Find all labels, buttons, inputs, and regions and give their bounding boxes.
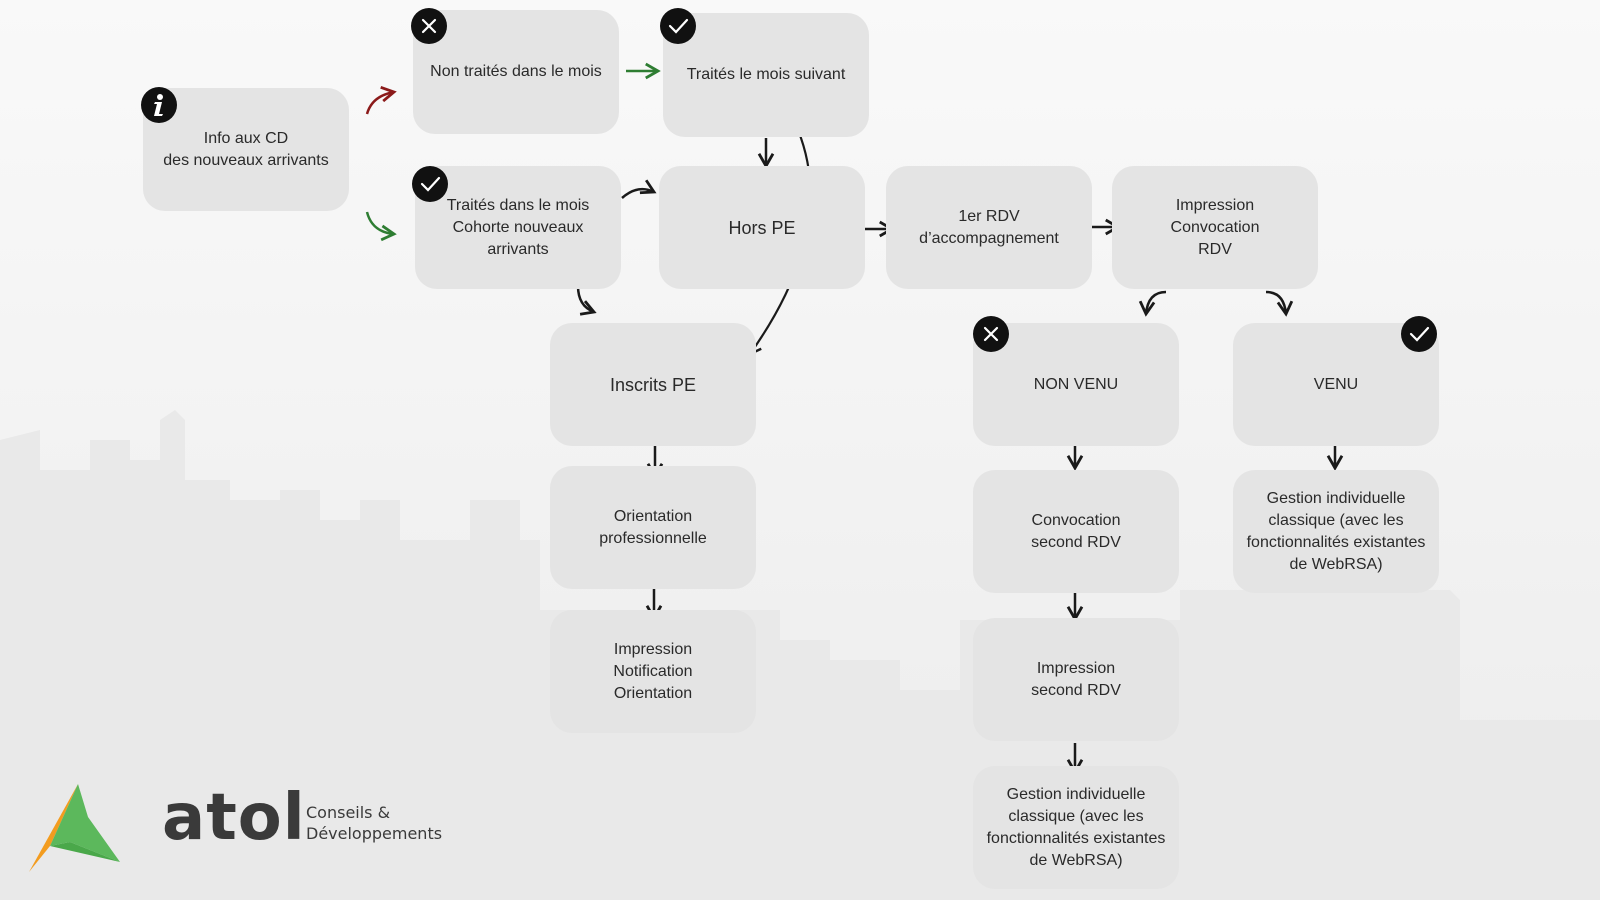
node-hors-pe: Hors PE — [659, 166, 865, 289]
node-impression-second-rdv: Impression second RDV — [973, 618, 1179, 741]
logo-tagline: Conseils & Développements — [306, 803, 443, 843]
atol-logo-mark — [29, 784, 120, 872]
logo-brand-text: atol — [162, 781, 306, 855]
arrow-traites-mois-to-hors-pe — [621, 179, 657, 199]
check-icon — [412, 166, 448, 202]
node-impression-convocation-rdv: Impression Convocation RDV — [1112, 166, 1318, 289]
node-inscrits-pe: Inscrits PE — [550, 323, 756, 446]
node-premier-rdv: 1er RDV d’accompagnement — [886, 166, 1092, 289]
arrow-impression-convocation-to-venu — [1265, 290, 1294, 317]
info-icon — [141, 87, 177, 123]
node-gestion-individuelle-non-venu: Gestion individuelle classique (avec les… — [973, 766, 1179, 889]
arrow-impression-convocation-to-non-venu — [1138, 290, 1167, 317]
node-non-traites: Non traités dans le mois — [413, 10, 619, 134]
node-gestion-individuelle-venu: Gestion individuelle classique (avec les… — [1233, 470, 1439, 593]
cross-icon — [973, 316, 1009, 352]
node-traites-mois-suivant: Traités le mois suivant — [663, 13, 869, 137]
node-orientation-professionnelle: Orientation professionnelle — [550, 466, 756, 589]
node-convocation-second-rdv: Convocation second RDV — [973, 470, 1179, 593]
check-icon — [1401, 316, 1437, 352]
node-info-nouveaux-arrivants: Info aux CD des nouveaux arrivants — [143, 88, 349, 211]
node-traites-dans-le-mois: Traités dans le mois Cohorte nouveaux ar… — [415, 166, 621, 289]
arrow-info-to-non-traites — [365, 85, 397, 115]
cross-icon — [411, 8, 447, 44]
check-icon — [660, 8, 696, 44]
arrow-info-to-traites-mois — [365, 211, 397, 242]
node-non-venu: NON VENU — [973, 323, 1179, 446]
node-impression-notification-orientation: Impression Notification Orientation — [550, 610, 756, 733]
arrow-traites-mois-to-inscrits-pe — [576, 285, 597, 316]
atol-logo: atol Conseils & Développements — [28, 781, 442, 872]
